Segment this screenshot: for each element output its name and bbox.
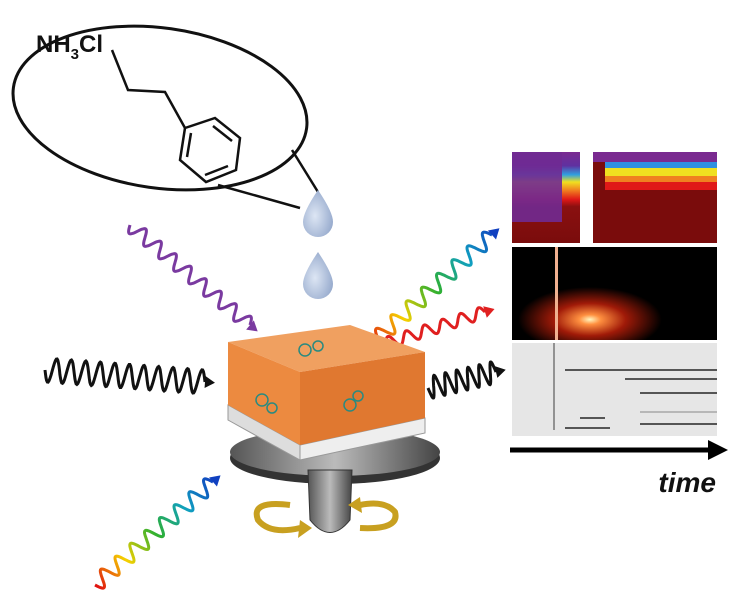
callout-line (290, 149, 320, 193)
callout-line (217, 183, 301, 210)
diffracted-xray-wave (426, 360, 498, 400)
measurement-panels: time (510, 152, 728, 498)
arrowhead-icon (487, 228, 500, 240)
precursor-droplet (303, 190, 333, 237)
benzene-ring (178, 116, 242, 184)
alkyl-chain (110, 49, 187, 129)
spindle (307, 469, 353, 533)
arrowhead-icon (246, 320, 258, 332)
cube-left (228, 342, 300, 445)
molecule-callout: NH3Cl (11, 24, 320, 210)
arrowhead-icon (494, 366, 506, 378)
callout-ellipse (11, 24, 309, 192)
perovskite-film-cube (227, 325, 426, 461)
molecule-icon (255, 340, 364, 414)
arrowhead-icon (483, 306, 495, 318)
rotation-arrow-icon (253, 501, 301, 534)
incident-white-light-wave (94, 477, 214, 590)
xrd-panel (512, 343, 717, 436)
arrowhead-icon (209, 475, 221, 487)
photoluminescence-panel (512, 247, 717, 340)
incident-light-wave-purple (127, 224, 253, 326)
molecule-label: NH3Cl (36, 31, 103, 63)
rotation-arrow-icon (359, 500, 399, 532)
precursor-droplet (303, 252, 333, 299)
incident-xray-wave (43, 357, 207, 395)
transmitted-light-wave (369, 230, 493, 350)
arrowhead-icon (204, 376, 215, 388)
time-axis-label: time (658, 467, 716, 498)
arrowhead-icon (708, 440, 728, 460)
cube-top (228, 325, 425, 372)
